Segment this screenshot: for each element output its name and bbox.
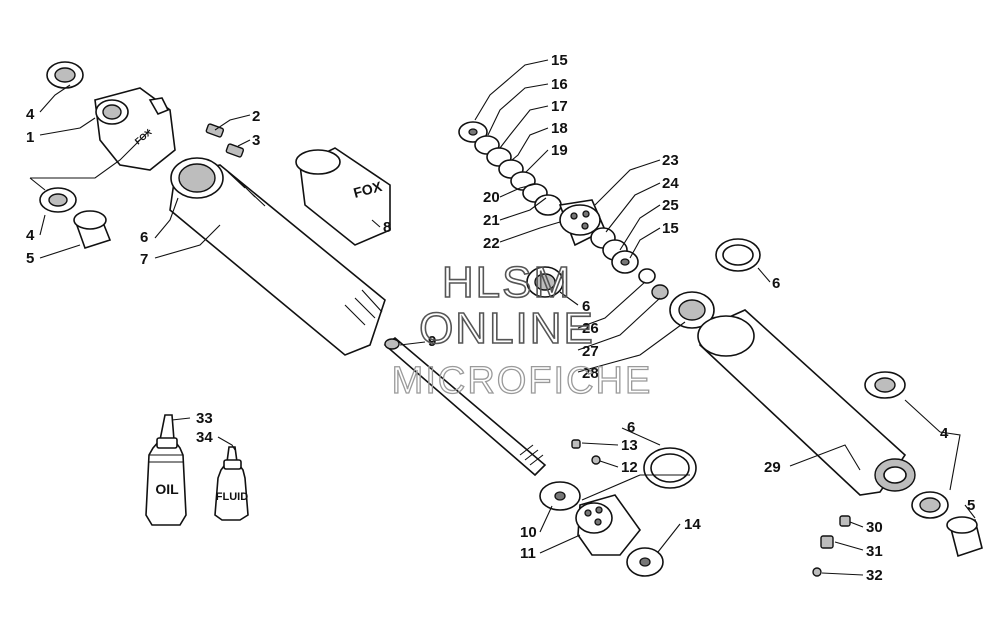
valve-3 — [225, 143, 245, 158]
shim-stack — [458, 121, 562, 216]
callout-14: 14 — [684, 516, 701, 533]
callout-4: 4 — [26, 227, 35, 244]
callout-34: 34 — [196, 429, 213, 446]
callout-2: 2 — [252, 108, 260, 125]
nut-26-28 — [638, 268, 715, 329]
seal-6-bottom — [643, 447, 697, 489]
shock-eyelet-body: FOX — [94, 87, 176, 171]
oil-label: OIL — [155, 481, 179, 497]
callout-9: 9 — [428, 333, 436, 350]
callout-3: 3 — [252, 132, 260, 149]
watermark-line-1: HLSM — [442, 258, 572, 307]
callout-6: 6 — [772, 275, 780, 292]
leader-lines — [29, 59, 976, 576]
piston-11 — [575, 494, 642, 556]
callout-28: 28 — [582, 365, 599, 382]
washer-14 — [626, 547, 664, 577]
callout-15: 15 — [551, 52, 568, 69]
watermark-line-2: ONLINE — [419, 304, 595, 353]
cover-8: FOX — [295, 147, 391, 246]
callout-25: 25 — [662, 197, 679, 214]
watermark: HLSM ONLINE MICROFICHE — [391, 257, 653, 402]
shaft-9 — [383, 336, 547, 477]
callout-5: 5 — [967, 497, 975, 514]
callout-10: 10 — [520, 524, 537, 541]
body-29 — [697, 309, 916, 496]
lower-bushing-left — [39, 187, 77, 213]
callout-6: 6 — [582, 298, 590, 315]
callout-12: 12 — [621, 459, 638, 476]
callout-32: 32 — [866, 567, 883, 584]
oil-bottle — [145, 414, 187, 526]
callout-20: 20 — [483, 189, 500, 206]
fluid-bottle — [214, 446, 249, 521]
bushing-4-right-low — [911, 491, 949, 519]
seal-6-center — [526, 266, 564, 298]
watermark-line-3: MICROFICHE — [392, 360, 653, 402]
callout-30: 30 — [866, 519, 883, 536]
callout-13: 13 — [621, 437, 638, 454]
callout-26: 26 — [582, 320, 599, 337]
seal-6-right — [715, 238, 761, 272]
callout-16: 16 — [551, 76, 568, 93]
callout-18: 18 — [551, 120, 568, 137]
callout-6: 6 — [627, 419, 635, 436]
callout-24: 24 — [662, 175, 679, 192]
callout-29: 29 — [764, 459, 781, 476]
callout-22: 22 — [483, 235, 500, 252]
svg-text:FOX: FOX — [352, 178, 385, 201]
callout-27: 27 — [582, 343, 599, 360]
callout-6: 6 — [140, 229, 148, 246]
callout-33: 33 — [196, 410, 213, 427]
callout-4: 4 — [26, 106, 35, 123]
callout-23: 23 — [662, 152, 679, 169]
callout-4: 4 — [940, 425, 949, 442]
callout-21: 21 — [483, 212, 500, 229]
small-fittings-12-13 — [571, 439, 601, 465]
callout-7: 7 — [140, 251, 148, 268]
upper-bushing-top — [46, 61, 84, 89]
callout-17: 17 — [551, 98, 568, 115]
reservoir-cylinder-7 — [169, 157, 386, 356]
callout-5: 5 — [26, 250, 34, 267]
washers-24-25 — [590, 227, 639, 274]
callout-31: 31 — [866, 543, 883, 560]
callouts: 4 1 2 3 4 5 6 7 8 9 15 16 17 18 19 20 21… — [26, 52, 975, 584]
callout-8: 8 — [383, 219, 391, 236]
sleeve-5-right — [946, 516, 983, 558]
sleeve-5-left — [73, 210, 112, 249]
fluid-label: FLUID — [216, 491, 248, 503]
callout-1: 1 — [26, 129, 34, 146]
washer-10 — [539, 481, 581, 511]
fittings-30-32 — [812, 515, 851, 577]
callout-11: 11 — [520, 545, 536, 562]
callout-19: 19 — [551, 142, 568, 159]
bushing-4-right-top — [864, 371, 906, 399]
callout-15: 15 — [662, 220, 679, 237]
